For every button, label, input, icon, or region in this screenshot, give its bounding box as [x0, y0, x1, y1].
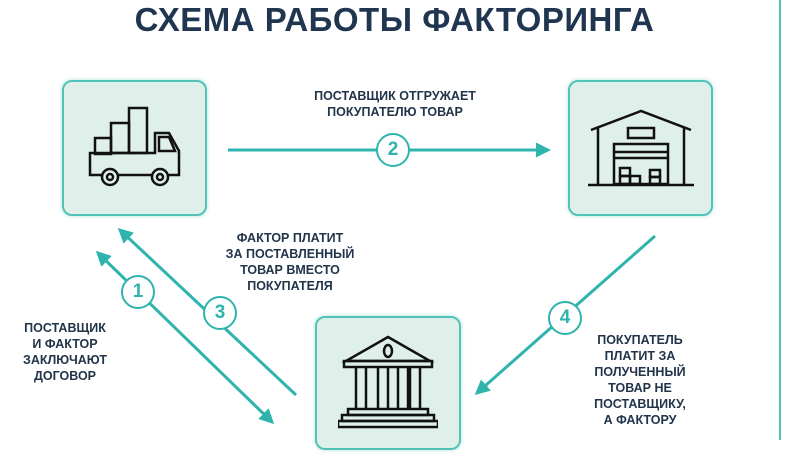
bank-icon — [338, 335, 438, 429]
supplier-node — [62, 80, 207, 216]
label-line: ПОКУПАТЕЛЯ — [247, 279, 333, 293]
label-line: И ФАКТОР — [32, 337, 98, 351]
label-line: ПОКУПАТЕЛЮ ТОВАР — [327, 105, 463, 119]
label-line: ПОЛУЧЕННЫЙ — [594, 365, 686, 379]
label-line: ФАКТОР ПЛАТИТ — [236, 231, 344, 245]
step-1-badge: 1 — [121, 275, 155, 309]
label-line: ПОСТАВЩИК — [24, 321, 106, 335]
label-line: ДОГОВОР — [33, 369, 97, 383]
step-4-label: ПОКУПАТЕЛЬ ПЛАТИТ ЗА ПОЛУЧЕННЫЙ ТОВАР НЕ… — [580, 332, 700, 428]
step-4-badge: 4 — [548, 301, 582, 335]
label-line: ТОВАР НЕ — [608, 381, 672, 395]
step-3-label: ФАКТОР ПЛАТИТ ЗА ПОСТАВЛЕННЫЙ ТОВАР ВМЕС… — [205, 230, 375, 294]
step-3-badge: 3 — [203, 296, 237, 330]
label-line: ПОКУПАТЕЛЬ — [597, 333, 683, 347]
label-line: ЗА ПОСТАВЛЕННЫЙ — [225, 247, 355, 261]
label-line: ПОСТАВЩИКУ, — [594, 397, 686, 411]
label-line: А ФАКТОРУ — [603, 413, 677, 427]
right-border-line — [779, 0, 781, 440]
label-line: ТОВАР ВМЕСТО — [240, 263, 340, 277]
step-2-badge: 2 — [376, 133, 410, 167]
buyer-node — [568, 80, 713, 216]
step-2-label: ПОСТАВЩИК ОТГРУЖАЕТ ПОКУПАТЕЛЮ ТОВАР — [275, 88, 515, 120]
truck-icon — [88, 106, 180, 187]
label-line: ПОСТАВЩИК ОТГРУЖАЕТ — [314, 89, 476, 103]
warehouse-icon — [587, 109, 694, 187]
factor-node — [315, 316, 461, 450]
diagram-title: СХЕМА РАБОТЫ ФАКТОРИНГА — [134, 1, 655, 38]
step-1-label: ПОСТАВЩИК И ФАКТОР ЗАКЛЮЧАЮТ ДОГОВОР — [10, 320, 120, 384]
label-line: ЗАКЛЮЧАЮТ — [22, 353, 107, 367]
label-line: ПЛАТИТ ЗА — [604, 349, 676, 363]
